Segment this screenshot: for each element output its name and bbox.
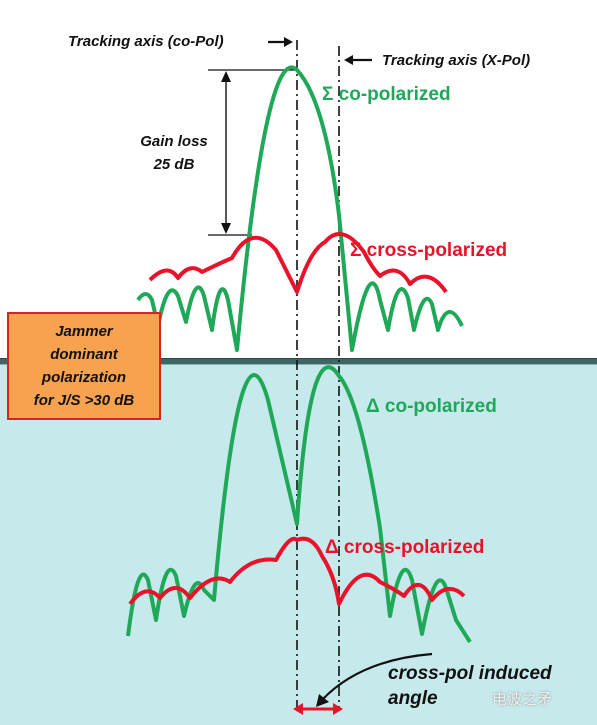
delta-co-polarized-curve: [126, 365, 472, 644]
panel-divider: [0, 358, 597, 365]
sigma-co-polarized-label: Σ co-polarized: [322, 84, 451, 105]
delta-cross-polarized-label: Δ cross-polarized: [325, 537, 485, 558]
left-arrow-icon: [344, 55, 372, 65]
cross-pol-pointer-head: [316, 694, 329, 707]
gain-loss-label: Gain loss 25 dB: [140, 133, 208, 173]
wechat-icon: 电波之矛: [492, 688, 552, 709]
cross-pol-pointer-curve: [321, 652, 433, 701]
cross-pol-angle-label: cross-pol induced angle: [388, 663, 552, 709]
right-arrow-icon: [268, 37, 293, 47]
tracking-axis-co-label: Tracking axis (co-Pol): [68, 33, 224, 50]
delta-cross-polarized-curve: [128, 536, 466, 606]
angle-double-arrow: [293, 703, 343, 715]
delta-co-polarized-label: Δ co-polarized: [366, 396, 497, 417]
tracking-axis-x-label: Tracking axis (X-Pol): [382, 52, 531, 69]
sigma-co-polarized-curve: [136, 65, 464, 352]
jammer-callout-text: Jammer dominant polarization for J/S >30…: [33, 323, 135, 409]
sigma-cross-polarized-label: Σ cross-polarized: [350, 240, 508, 261]
jammer-callout-box: Jammer dominant polarization for J/S >30…: [7, 312, 161, 420]
watermark-text: 电波之矛: [492, 691, 553, 708]
gain-loss-double-arrow: [221, 71, 231, 234]
bottom-panel-background: [0, 362, 597, 725]
sigma-cross-polarized-curve: [148, 232, 448, 294]
